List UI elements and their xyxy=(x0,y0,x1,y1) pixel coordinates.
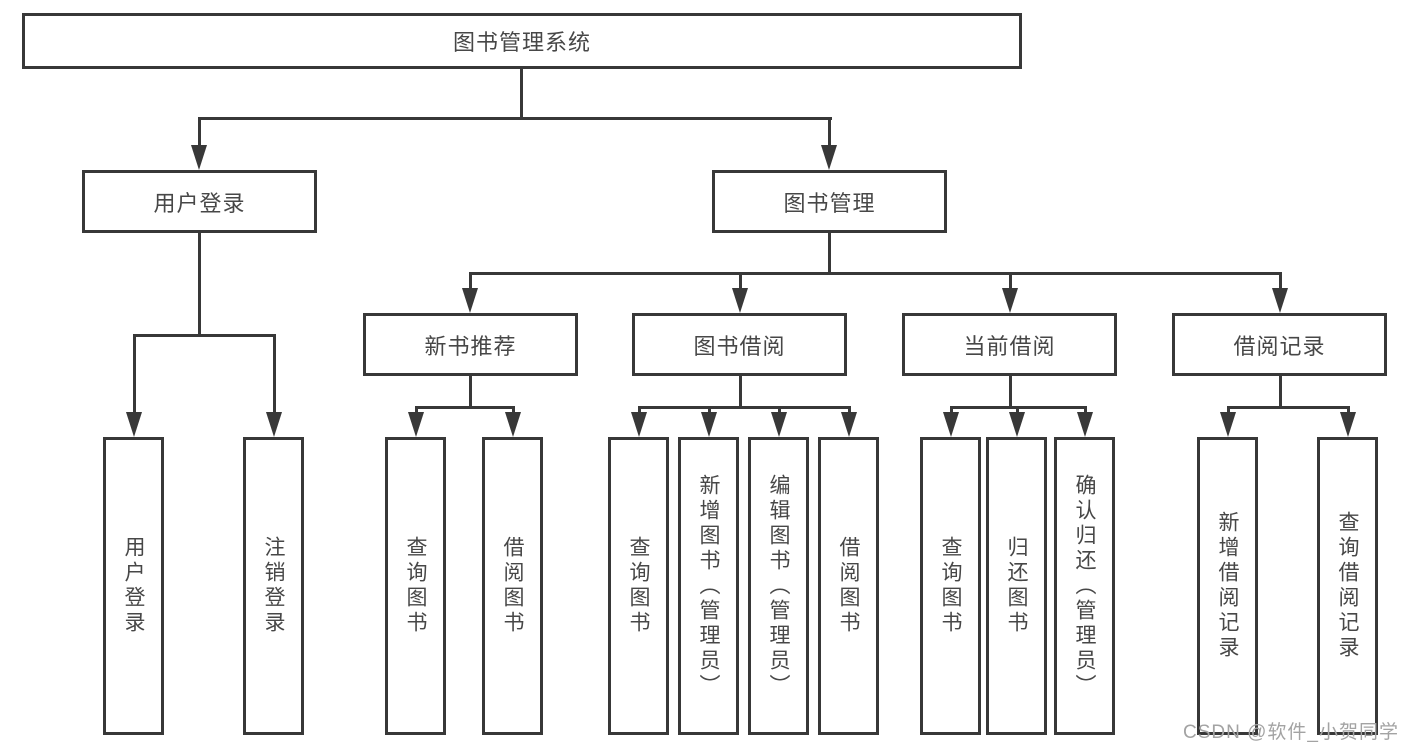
connector-line xyxy=(828,233,831,274)
connector-line xyxy=(1347,406,1350,415)
arrow-down-icon xyxy=(732,288,748,313)
connector-line xyxy=(778,406,781,415)
node-label: 归还图书 xyxy=(1005,536,1028,636)
connector-line xyxy=(1016,406,1019,415)
leaf-borrow-query-books: 查询图书 xyxy=(608,437,669,735)
node-user-login: 用户登录 xyxy=(82,170,317,233)
connector-line xyxy=(1009,376,1012,408)
connector-line xyxy=(1279,272,1282,291)
node-label: 查询借阅记录 xyxy=(1336,511,1359,661)
connector-line xyxy=(1227,406,1230,415)
arrow-down-icon xyxy=(771,412,787,437)
connector-line xyxy=(1279,376,1282,408)
connector-line xyxy=(273,334,276,414)
node-label: 查询图书 xyxy=(404,536,427,636)
connector-line xyxy=(520,69,523,120)
leaf-newbook-borrow-books: 借阅图书 xyxy=(482,437,543,735)
node-label: 当前借阅 xyxy=(963,333,1056,359)
node-label: 图书借阅 xyxy=(693,333,786,359)
node-label: 图书管理 xyxy=(783,190,876,216)
node-current-borrow: 当前借阅 xyxy=(902,313,1117,376)
leaf-newbook-query-books: 查询图书 xyxy=(385,437,446,735)
node-label: 新增图书（管理员） xyxy=(697,473,720,699)
node-root-system: 图书管理系统 xyxy=(22,13,1022,69)
connector-line xyxy=(469,272,1282,275)
leaf-logout: 注销登录 xyxy=(243,437,304,735)
connector-line xyxy=(415,406,515,409)
leaf-user-login: 用户登录 xyxy=(103,437,164,735)
arrow-down-icon xyxy=(266,412,282,437)
node-label: 借阅图书 xyxy=(837,536,860,636)
arrow-down-icon xyxy=(821,145,837,170)
arrow-down-icon xyxy=(408,412,424,437)
connector-line xyxy=(198,117,201,148)
connector-line xyxy=(1009,272,1012,291)
arrow-down-icon xyxy=(126,412,142,437)
connector-line xyxy=(950,406,953,415)
node-label: 新增借阅记录 xyxy=(1216,511,1239,661)
leaf-current-confirm-return-admin: 确认归还（管理员） xyxy=(1054,437,1115,735)
connector-line xyxy=(848,406,851,415)
connector-line xyxy=(133,334,136,414)
connector-line xyxy=(739,272,742,291)
connector-line xyxy=(198,117,832,120)
connector-line xyxy=(638,406,641,415)
arrow-down-icon xyxy=(1077,412,1093,437)
node-label: 图书管理系统 xyxy=(452,30,591,55)
connector-line xyxy=(708,406,711,415)
arrow-down-icon xyxy=(631,412,647,437)
arrow-down-icon xyxy=(1272,288,1288,313)
node-label: 编辑图书（管理员） xyxy=(767,473,790,699)
connector-line xyxy=(828,117,831,148)
leaf-current-query-books: 查询图书 xyxy=(920,437,981,735)
arrow-down-icon xyxy=(1002,288,1018,313)
arrow-down-icon xyxy=(841,412,857,437)
arrow-down-icon xyxy=(1340,412,1356,437)
arrow-down-icon xyxy=(1009,412,1025,437)
connector-line xyxy=(198,233,201,336)
leaf-current-return-books: 归还图书 xyxy=(986,437,1047,735)
leaf-borrow-edit-books-admin: 编辑图书（管理员） xyxy=(748,437,809,735)
connector-line xyxy=(638,406,851,409)
connector-line xyxy=(739,376,742,408)
connector-line xyxy=(512,406,515,415)
connector-line xyxy=(1227,406,1350,409)
node-label: 用户登录 xyxy=(122,536,145,636)
arrow-down-icon xyxy=(191,145,207,170)
arrow-down-icon xyxy=(1220,412,1236,437)
watermark: CSDN @软件_小贺同学 xyxy=(1183,722,1399,743)
arrow-down-icon xyxy=(701,412,717,437)
node-label: 确认归还（管理员） xyxy=(1073,473,1096,699)
arrow-down-icon xyxy=(505,412,521,437)
arrow-down-icon xyxy=(943,412,959,437)
connector-line xyxy=(469,376,472,408)
leaf-borrow-add-books-admin: 新增图书（管理员） xyxy=(678,437,739,735)
node-label: 新书推荐 xyxy=(424,333,517,359)
arrow-down-icon xyxy=(462,288,478,313)
node-label: 查询图书 xyxy=(939,536,962,636)
node-book-borrow: 图书借阅 xyxy=(632,313,847,376)
node-label: 借阅记录 xyxy=(1233,333,1326,359)
connector-line xyxy=(1084,406,1087,415)
leaf-records-add-record: 新增借阅记录 xyxy=(1197,437,1258,735)
node-new-book-recommend: 新书推荐 xyxy=(363,313,578,376)
node-label: 借阅图书 xyxy=(501,536,524,636)
leaf-borrow-borrow-books: 借阅图书 xyxy=(818,437,879,735)
node-book-management: 图书管理 xyxy=(712,170,947,233)
connector-line xyxy=(133,334,276,337)
leaf-records-query-record: 查询借阅记录 xyxy=(1317,437,1378,735)
node-label: 查询图书 xyxy=(627,536,650,636)
connector-line xyxy=(469,272,472,291)
node-label: 注销登录 xyxy=(262,536,285,636)
connector-line xyxy=(415,406,418,415)
node-label: 用户登录 xyxy=(153,190,246,216)
node-borrow-records: 借阅记录 xyxy=(1172,313,1387,376)
